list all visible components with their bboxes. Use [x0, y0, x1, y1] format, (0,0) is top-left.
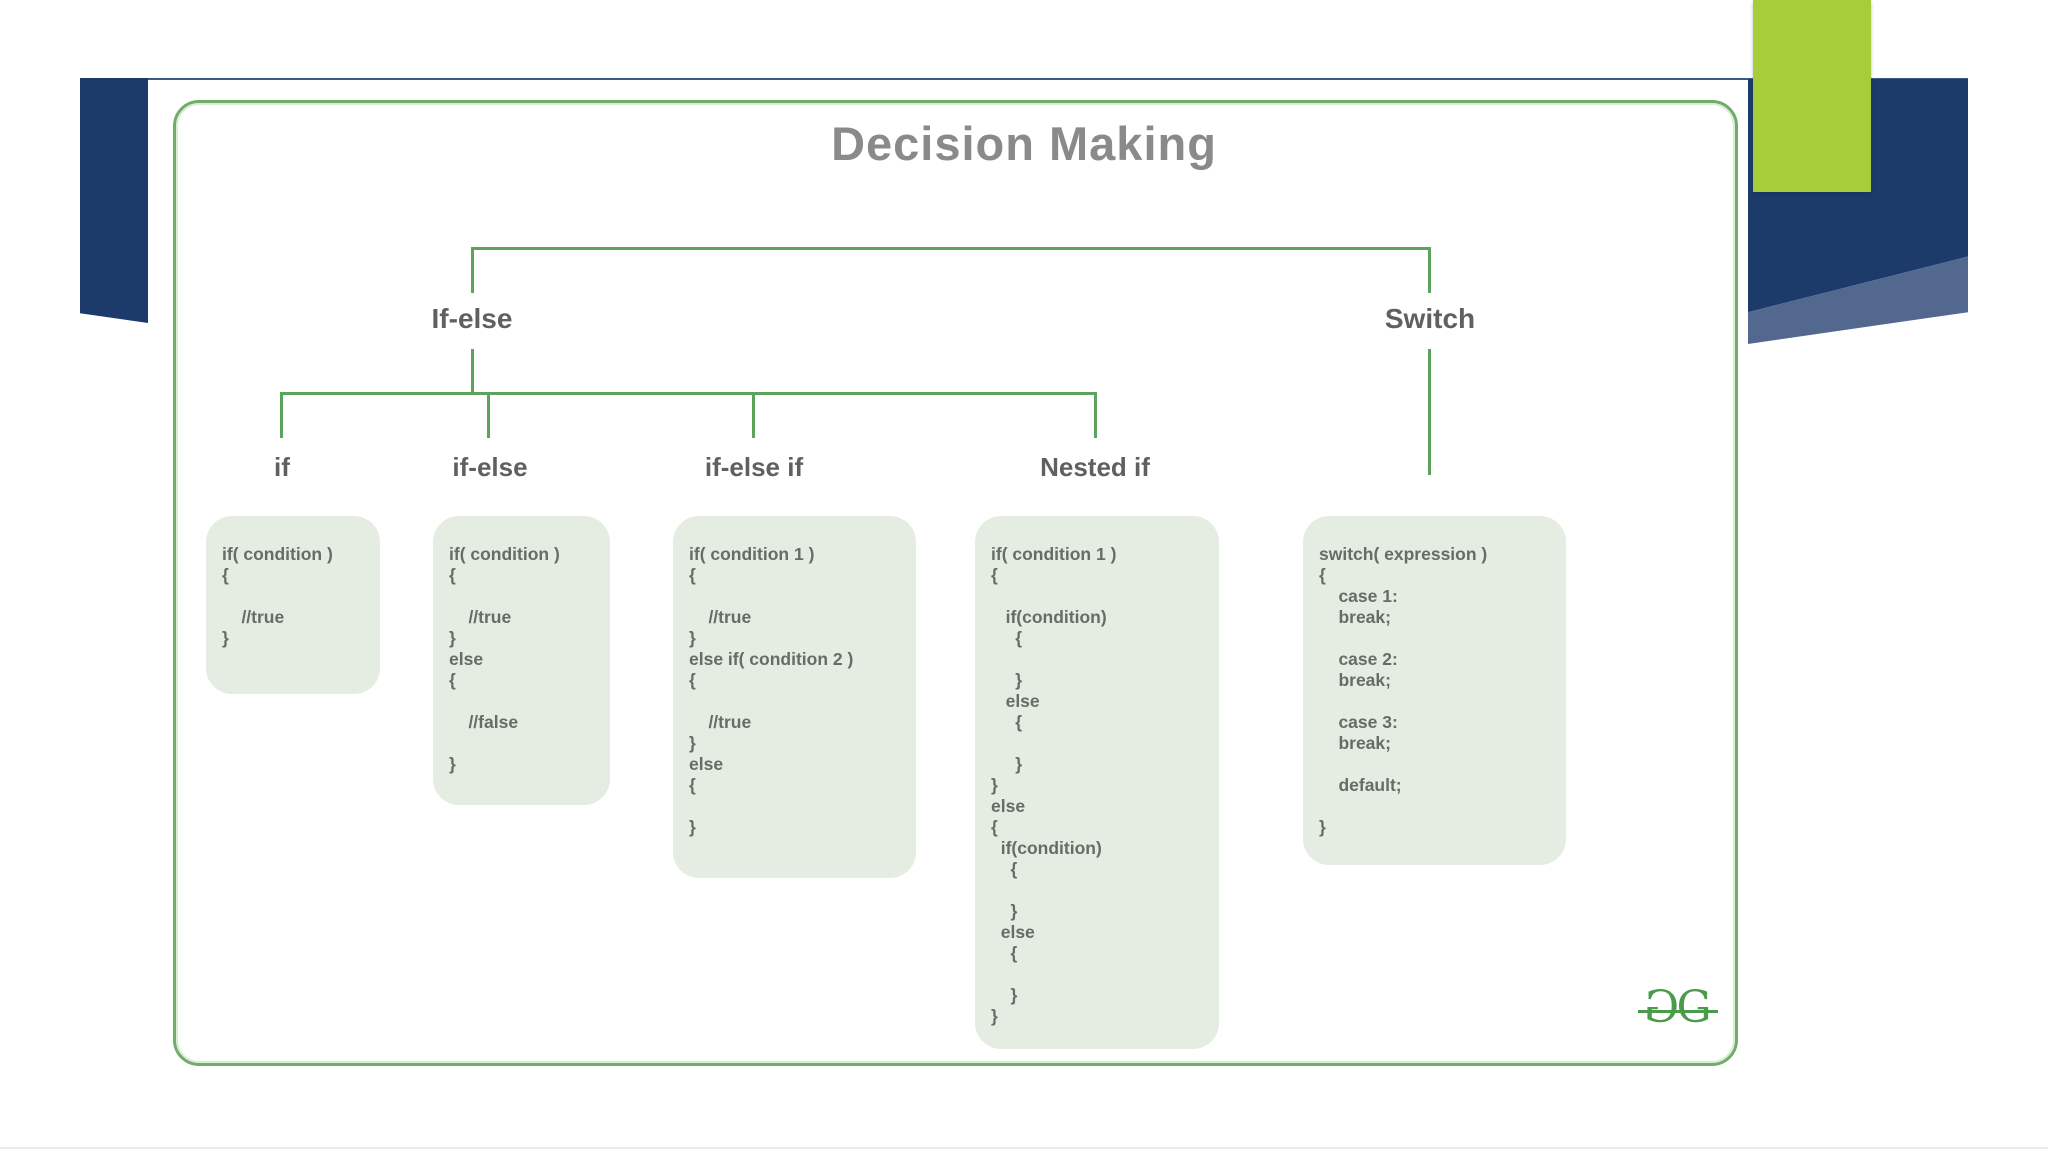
code-switch: switch( expression ) { case 1: break; ca… [1319, 544, 1488, 837]
connector-ifelse2-stub [487, 392, 490, 438]
connector-switch-top-stub [1428, 247, 1431, 293]
bottom-divider-line [0, 1147, 2048, 1149]
code-if: if( condition ) { //true } [222, 544, 333, 648]
code-box-nested-if: if( condition 1 ) { if(condition) { } el… [975, 516, 1219, 1049]
node-if: if [274, 452, 290, 482]
connector-ifelse-top-stub [471, 247, 474, 293]
code-box-if-else: if( condition ) { //true } else { //fals… [433, 516, 610, 805]
code-if-else: if( condition ) { //true } else { //fals… [449, 544, 560, 774]
left-navy-banner [80, 78, 148, 323]
connector-ifelse-bottom-stub [471, 349, 474, 394]
node-nested-if: Nested if [1040, 452, 1150, 482]
node-if-else-parent: If-else [431, 303, 513, 334]
code-box-if: if( condition ) { //true } [206, 516, 380, 694]
logo-strike-bar [1638, 1010, 1718, 1013]
connector-top-horizontal [472, 247, 1431, 250]
page-title: Decision Making [831, 117, 1217, 170]
node-if-else-if: if-else if [704, 452, 804, 482]
connector-mid-horizontal [281, 392, 1097, 395]
connector-ifelseif-stub [752, 392, 755, 438]
connector-switch-vertical [1428, 349, 1431, 475]
code-box-if-else-if: if( condition 1 ) { //true } else if( co… [673, 516, 916, 878]
connector-nestedif-stub [1094, 392, 1097, 438]
code-if-else-if: if( condition 1 ) { //true } else if( co… [689, 544, 854, 837]
node-switch-parent: Switch [1384, 303, 1476, 334]
code-box-switch: switch( expression ) { case 1: break; ca… [1303, 516, 1566, 865]
lime-accent-rect [1753, 0, 1871, 192]
logo-letter-g: G [1676, 982, 1712, 1033]
code-nested-if: if( condition 1 ) { if(condition) { } el… [991, 544, 1117, 1026]
node-if-else: if-else [452, 452, 528, 482]
geeksforgeeks-logo-icon: GG [1638, 982, 1718, 1033]
top-navy-rule [80, 78, 1968, 80]
logo-letter-reversed-g: G [1644, 982, 1680, 1033]
connector-if-stub [280, 392, 283, 438]
